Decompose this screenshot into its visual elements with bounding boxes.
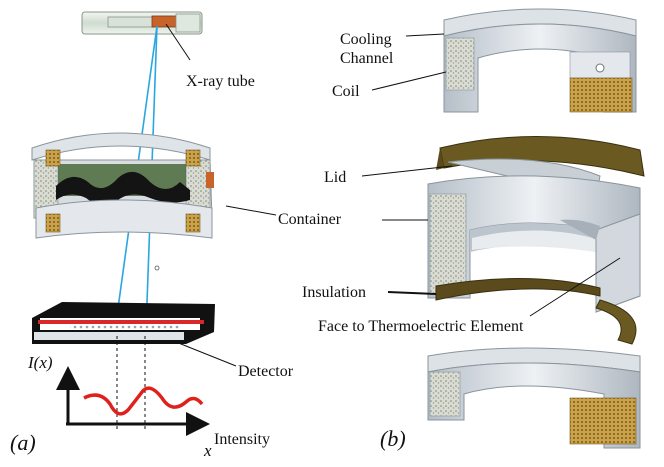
face-leader <box>529 257 621 317</box>
insulation-leader <box>387 291 437 295</box>
cooling-leader <box>405 33 445 37</box>
cooling-label-line2: Channel <box>340 50 394 67</box>
coil-label: Coil <box>332 83 360 100</box>
intensity-curve <box>83 386 204 416</box>
bottom-ring <box>427 347 641 449</box>
lower-insulation-ring <box>435 277 601 301</box>
panel-a <box>31 11 277 436</box>
y-axis-label: I(x) <box>27 353 53 372</box>
sample-marker <box>154 265 160 271</box>
insulation-arc <box>595 299 637 345</box>
lid-label: Lid <box>324 169 346 186</box>
x-axis-label: x <box>203 441 212 460</box>
intensity-label: Intensity <box>214 431 270 448</box>
coil-leader <box>371 71 447 91</box>
panel-b-tag: (b) <box>380 426 406 451</box>
xray-tube-illustration <box>81 11 203 35</box>
panel-b <box>361 8 645 449</box>
detector-label: Detector <box>238 363 294 380</box>
container-leader <box>225 205 277 216</box>
container-body <box>427 175 641 313</box>
cooling-label-line1: Cooling <box>340 31 392 48</box>
xray-tube-leader <box>165 23 191 61</box>
container-label: Container <box>278 211 342 228</box>
lid-leader <box>361 165 453 177</box>
cell-assembly-a <box>31 132 214 239</box>
panel-a-tag: (a) <box>10 430 36 455</box>
insulation-label: Insulation <box>302 284 366 301</box>
xray-tube-label: X-ray tube <box>186 73 255 90</box>
detector-leader <box>175 341 237 367</box>
detector-illustration <box>32 302 215 344</box>
face-label: Face to Thermoelectric Element <box>318 318 524 335</box>
top-cooling-ring <box>443 8 637 113</box>
